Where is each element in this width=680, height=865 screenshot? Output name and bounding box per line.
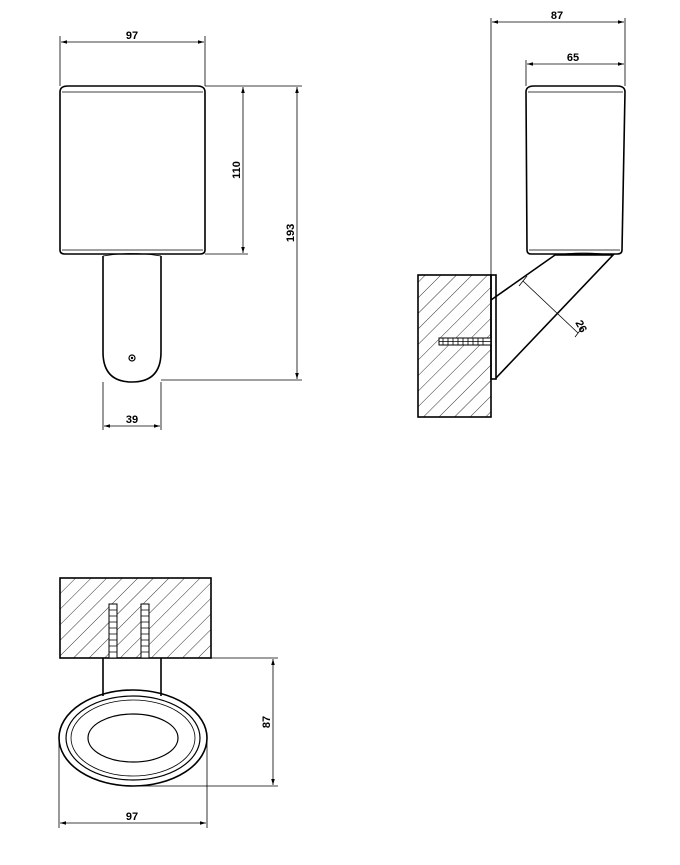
top-wall-outline [59, 577, 212, 659]
side-mount-plate [490, 274, 497, 380]
top-wall-hatch [60, 578, 211, 658]
top-wall-plug-icon [108, 603, 118, 659]
top-dim-width: 97 [126, 811, 138, 823]
front-dim-stem-width: 39 [126, 414, 138, 426]
top-cup-rim [65, 695, 201, 781]
side-angled-stem [490, 254, 615, 379]
top-view: 87 97 [58, 577, 278, 828]
side-dim-cup-depth: 65 [567, 52, 579, 64]
side-dim-line-stem [522, 280, 579, 334]
side-wall-plug-icon [438, 337, 492, 346]
side-dim-total-depth: 87 [551, 10, 563, 22]
front-screw-center-icon [130, 356, 134, 360]
top-wall-plug-icon [140, 603, 150, 659]
front-stem-collar [102, 253, 162, 257]
side-dim-tick [518, 275, 528, 287]
front-dim-cup-height: 110 [231, 161, 243, 179]
side-dim-stem-diameter: 26 [572, 318, 588, 334]
front-screw-icon [128, 354, 136, 362]
top-cup-inner [87, 713, 179, 763]
side-cup-outline [525, 85, 626, 255]
side-dim-tick [574, 327, 583, 338]
front-dim-top-width: 97 [126, 30, 138, 42]
front-cup-outline [59, 85, 206, 255]
side-wall-hatch [418, 275, 491, 417]
front-view: 97 110 193 39 [59, 30, 302, 430]
top-dim-depth: 87 [261, 716, 273, 728]
side-view: 87 65 26 [417, 10, 626, 418]
front-dim-total-height: 193 [285, 224, 297, 242]
top-cup-rim-inner [70, 699, 196, 777]
top-cup-outer [58, 689, 208, 787]
front-stem-outline [102, 256, 162, 383]
